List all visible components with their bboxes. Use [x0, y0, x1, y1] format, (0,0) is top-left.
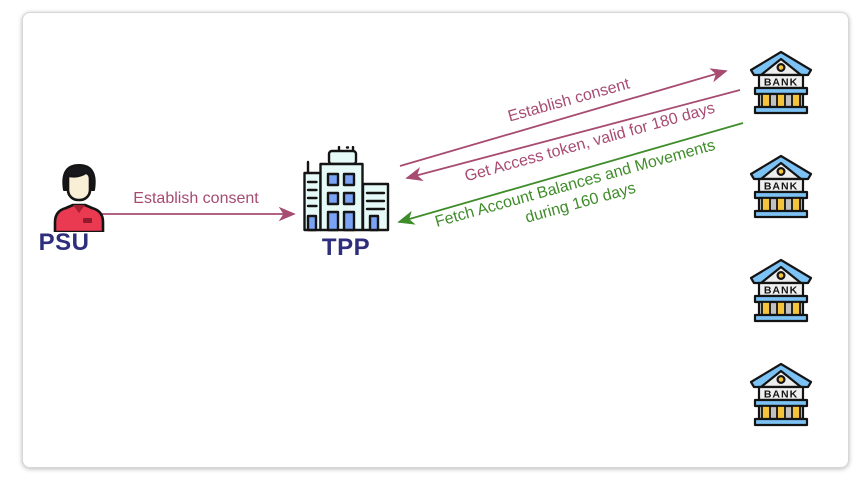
actor-tpp [303, 146, 391, 232]
person-icon [53, 164, 105, 232]
bank-icon: BANK [749, 258, 813, 323]
bank-2-label: BANK [764, 181, 798, 193]
message-psu-to-tpp-label: Establish consent [133, 190, 259, 207]
actor-psu-label: PSU [38, 229, 90, 256]
bank-1-label: BANK [764, 77, 798, 89]
actor-tpp-label: TPP [321, 234, 371, 261]
bank-4-label: BANK [764, 389, 798, 401]
actor-bank-3: BANK [748, 258, 814, 324]
bank-icon: BANK [749, 50, 813, 115]
actor-bank-1: BANK [748, 50, 814, 116]
bank-icon: BANK [749, 154, 813, 219]
diagram-card [22, 12, 849, 468]
actor-psu [46, 161, 112, 232]
actor-bank-4: BANK [748, 362, 814, 428]
office-building-icon [303, 146, 390, 232]
arrow-bank-to-tpp-fetch [397, 122, 744, 225]
arrow-bank-to-tpp-token [405, 89, 741, 182]
bank-3-label: BANK [764, 285, 798, 297]
actor-bank-2: BANK [748, 154, 814, 220]
arrow-tpp-to-bank-consent [399, 68, 728, 167]
bank-icon: BANK [749, 362, 813, 427]
